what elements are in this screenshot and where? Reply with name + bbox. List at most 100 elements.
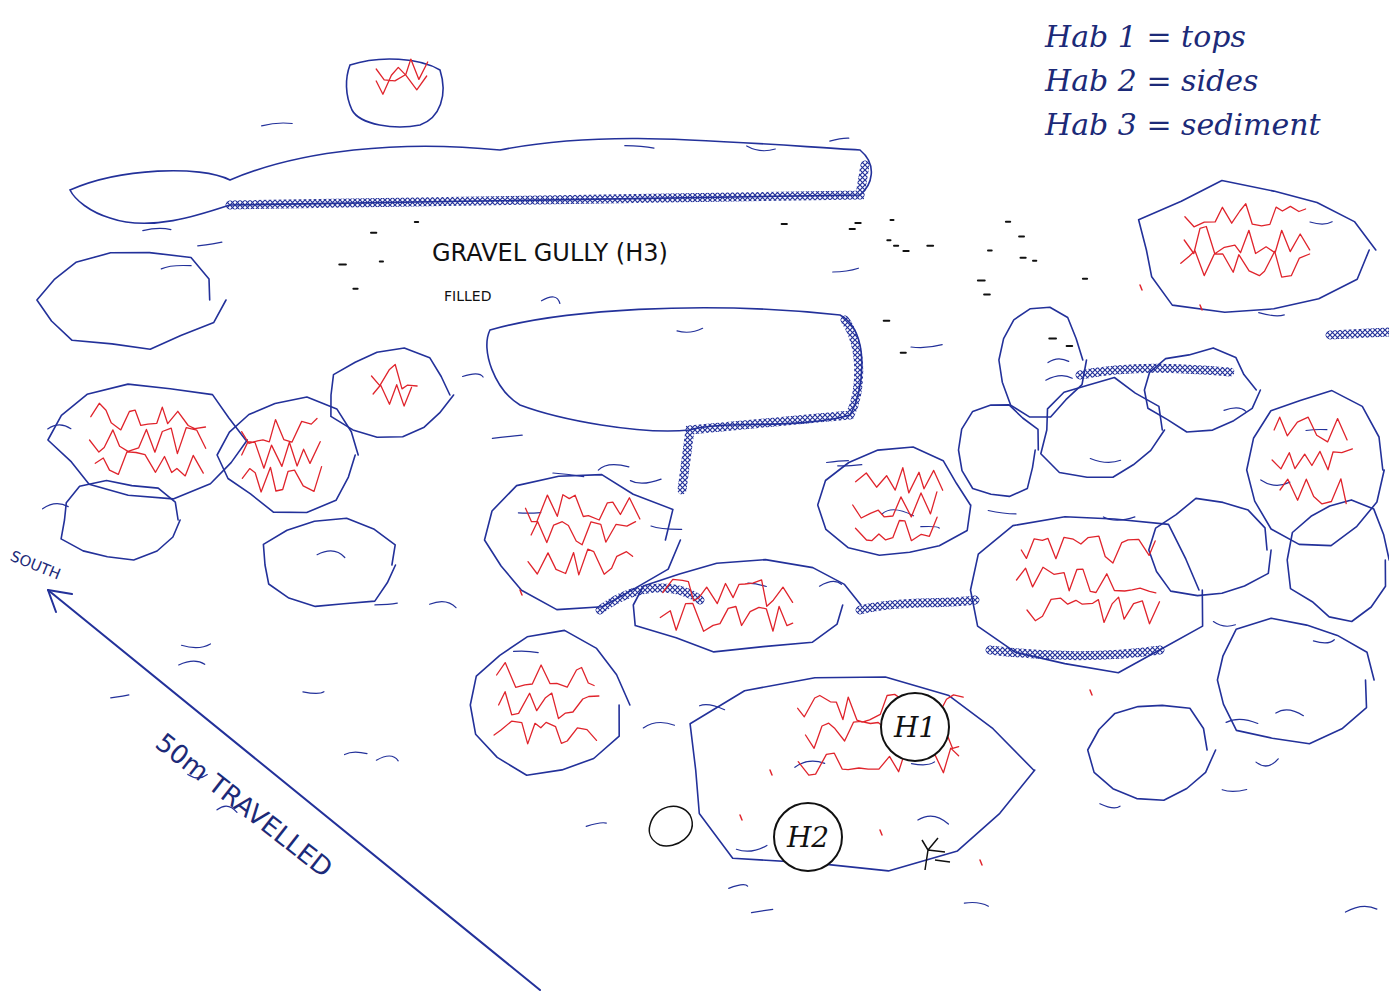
rock-outline bbox=[217, 397, 358, 513]
texture-stroke bbox=[375, 603, 397, 605]
habitat-key: Hab 3 = sediment bbox=[1045, 108, 1321, 143]
hatch-edge bbox=[860, 600, 975, 610]
sediment-dot bbox=[1049, 338, 1056, 340]
texture-stroke bbox=[143, 228, 171, 230]
texture-stroke bbox=[43, 504, 69, 509]
texture-stroke bbox=[48, 425, 71, 429]
texture-stroke bbox=[463, 374, 484, 377]
rock-outline bbox=[37, 253, 226, 350]
sediment-dot bbox=[1021, 257, 1026, 259]
hatch-edge bbox=[682, 320, 859, 490]
sediment-dot bbox=[1019, 236, 1024, 238]
texture-stroke bbox=[911, 345, 942, 348]
texture-stroke bbox=[921, 527, 940, 529]
texture-stroke bbox=[833, 268, 859, 272]
texture-stroke bbox=[1046, 376, 1072, 381]
texture-stroke bbox=[1346, 906, 1377, 912]
algae-scribble bbox=[372, 365, 418, 407]
texture-stroke bbox=[1048, 359, 1069, 363]
area-label: GRAVEL GULLY (H3) bbox=[428, 240, 672, 268]
rock-outline bbox=[1217, 618, 1374, 744]
texture-stroke bbox=[182, 644, 211, 648]
algae-dot bbox=[980, 860, 982, 865]
texture-stroke bbox=[1306, 429, 1327, 431]
sediment-dot bbox=[850, 228, 855, 230]
habitat-key: Hab 2 = sides bbox=[1045, 64, 1258, 99]
texture-stroke bbox=[553, 473, 584, 477]
texture-stroke bbox=[598, 465, 629, 471]
texture-stroke bbox=[586, 823, 606, 827]
texture-stroke bbox=[918, 816, 949, 824]
algae-scribble bbox=[90, 403, 206, 476]
algae-scribble bbox=[526, 495, 640, 575]
rock-outline bbox=[263, 518, 395, 606]
algae-dot bbox=[1200, 305, 1202, 310]
arrow-head bbox=[48, 590, 72, 612]
texture-stroke bbox=[1100, 804, 1120, 808]
texture-stroke bbox=[179, 661, 205, 665]
sediment-dot bbox=[891, 219, 894, 221]
algae-dot bbox=[770, 770, 772, 775]
texture-stroke bbox=[1256, 759, 1278, 766]
texture-stroke bbox=[747, 146, 776, 151]
arrow-shaft bbox=[48, 590, 540, 990]
texture-stroke bbox=[830, 138, 849, 141]
texture-stroke bbox=[1310, 222, 1332, 224]
sediment-dot bbox=[903, 250, 908, 252]
hatched-edges bbox=[230, 165, 1389, 656]
texture-stroke bbox=[964, 902, 988, 906]
sediment-dot bbox=[988, 249, 992, 251]
rock-outline bbox=[1088, 705, 1216, 800]
sediment-dot bbox=[371, 232, 376, 234]
generated-sketch bbox=[37, 59, 1389, 913]
texture-stroke bbox=[820, 581, 842, 586]
texture-stroke bbox=[912, 762, 935, 765]
algae-scribble bbox=[853, 468, 943, 541]
algae-scribble bbox=[1181, 204, 1310, 277]
coral-symbol bbox=[922, 838, 950, 870]
rock-outline bbox=[470, 630, 630, 775]
middle-rock bbox=[487, 308, 862, 431]
rock-outline bbox=[1139, 181, 1376, 313]
rock-outline bbox=[971, 517, 1203, 673]
sediment-dot bbox=[1067, 345, 1073, 347]
texture-stroke bbox=[262, 123, 293, 126]
distance-label: 50m TRAVELLED bbox=[150, 728, 338, 884]
rock-outlines bbox=[70, 59, 871, 431]
rock-outline bbox=[61, 481, 180, 561]
texture-stroke bbox=[514, 651, 539, 653]
sediment-dot bbox=[984, 294, 990, 296]
sediment-dot bbox=[353, 288, 357, 290]
texture-stroke bbox=[376, 756, 398, 761]
texture-stroke bbox=[111, 695, 129, 698]
sediment-dot bbox=[339, 264, 346, 266]
texture-stroke bbox=[542, 297, 560, 304]
texture-stroke bbox=[1276, 710, 1304, 716]
area-note: FILLED bbox=[440, 288, 495, 304]
texture-stroke bbox=[1224, 408, 1246, 412]
sediment-dot bbox=[927, 245, 933, 247]
sediment-dot bbox=[855, 222, 860, 224]
sediment-dot bbox=[978, 280, 985, 282]
sediment-dot bbox=[884, 320, 890, 322]
sediment-dot bbox=[894, 245, 898, 247]
hatch-edge bbox=[230, 165, 865, 205]
sediment-dot bbox=[380, 261, 383, 263]
texture-stroke bbox=[677, 328, 703, 332]
algae-scribble bbox=[1272, 417, 1352, 504]
direction-label: SOUTH bbox=[8, 548, 63, 584]
rock-outline bbox=[1149, 498, 1271, 595]
sediment-dot bbox=[782, 223, 787, 225]
rock-outline bbox=[690, 677, 1035, 871]
texture-stroke bbox=[651, 526, 682, 529]
texture-stroke bbox=[625, 146, 654, 149]
rock-outline bbox=[633, 560, 861, 652]
habitat-key: Hab 1 = tops bbox=[1045, 20, 1246, 55]
habitat-circle: H1 bbox=[880, 692, 950, 762]
sediment-dot bbox=[1033, 260, 1036, 262]
texture-stroke bbox=[736, 845, 767, 851]
algae-scribble bbox=[376, 59, 428, 94]
texture-stroke bbox=[838, 465, 862, 466]
